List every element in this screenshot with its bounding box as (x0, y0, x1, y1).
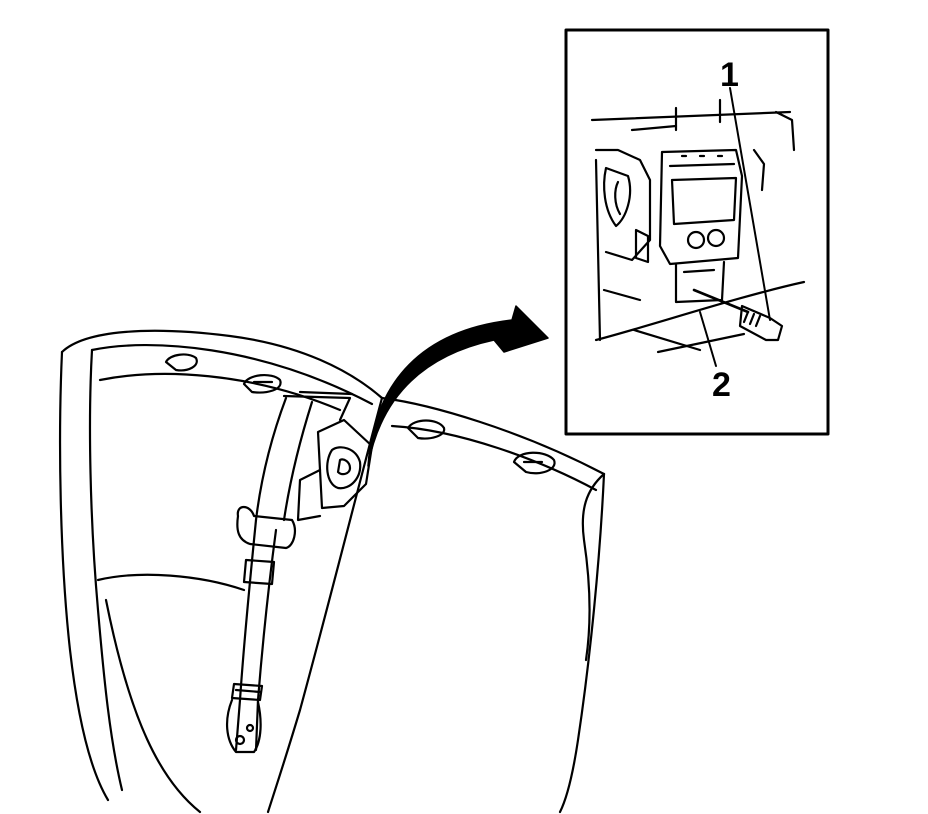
retractor (296, 418, 374, 522)
callout-label-1: 1 (720, 56, 739, 94)
curved-arrow-icon (367, 305, 549, 467)
detail-box (564, 28, 830, 436)
left-seat-back (58, 329, 384, 814)
right-seat-back (266, 396, 606, 814)
seat-belt-webbing (226, 390, 354, 754)
callout-label-2: 2 (712, 366, 731, 404)
